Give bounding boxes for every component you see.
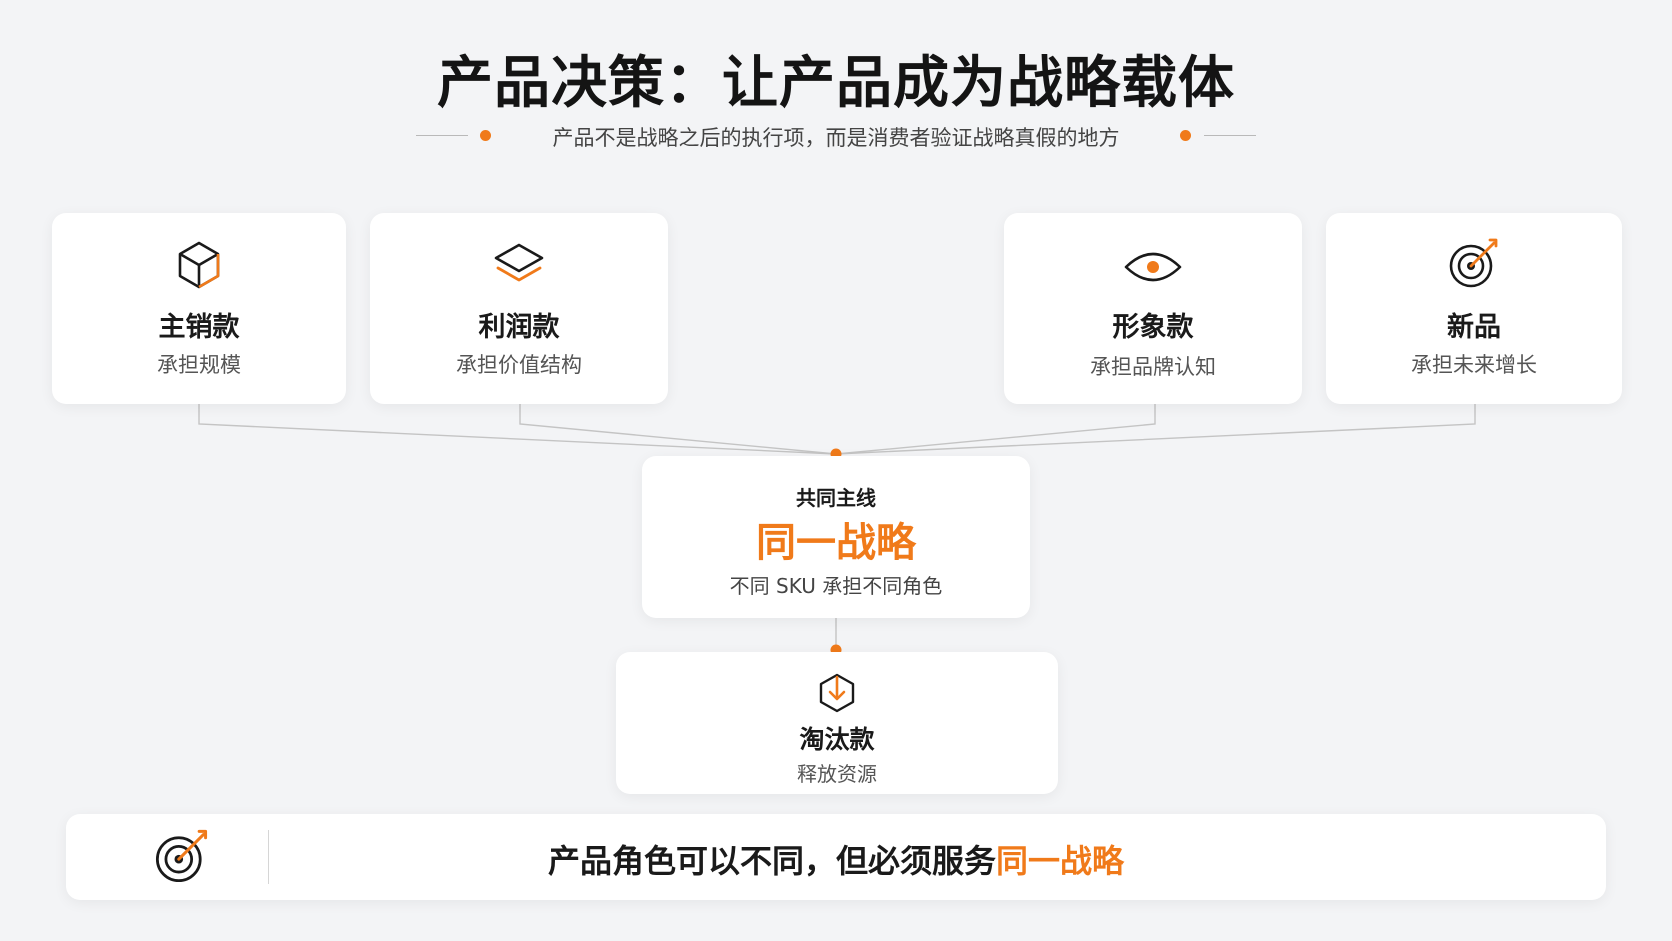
card-main-sku: 主销款 承担规模 xyxy=(52,213,346,404)
footer-statement-bar: 产品角色可以不同，但必须服务同一战略 xyxy=(66,814,1606,900)
card-desc: 承担未来增长 xyxy=(1411,353,1537,377)
connector-profit-sku xyxy=(519,404,837,455)
center-sub-label: 不同 SKU 承担不同角色 xyxy=(729,574,943,598)
card-desc: 释放资源 xyxy=(797,762,877,786)
card-profit-sku: 利润款 承担价值结构 xyxy=(370,213,668,404)
card-new-sku: 新品 承担未来增长 xyxy=(1326,213,1622,404)
eye-icon xyxy=(1123,247,1183,291)
footer-statement: 产品角色可以不同，但必须服务同一战略 xyxy=(66,836,1606,882)
card-name: 主销款 xyxy=(158,312,240,343)
footer-divider xyxy=(268,830,269,884)
page-title: 产品决策：让产品成为战略载体 xyxy=(437,51,1235,116)
hexagon-down-arrow-icon xyxy=(817,672,857,718)
subtitle-right-dot xyxy=(1180,130,1191,141)
card-desc: 承担品牌认知 xyxy=(1090,355,1216,379)
card-desc: 承担价值结构 xyxy=(456,353,582,377)
subtitle-left-line xyxy=(416,135,468,136)
subtitle-left-dot xyxy=(480,130,491,141)
center-main-label: 同一战略 xyxy=(756,520,916,566)
cube-icon xyxy=(175,239,223,295)
connector-main-sku xyxy=(198,404,837,455)
center-top-label: 共同主线 xyxy=(796,486,876,510)
layers-icon xyxy=(492,241,546,293)
card-name: 新品 xyxy=(1447,312,1501,343)
connector-new-sku xyxy=(835,404,1476,455)
card-shared-strategy: 共同主线 同一战略 不同 SKU 承担不同角色 xyxy=(642,456,1030,618)
page-subtitle: 产品不是战略之后的执行项，而是消费者验证战略真假的地方 xyxy=(552,126,1120,150)
card-name: 形象款 xyxy=(1112,312,1194,343)
target-arrow-icon xyxy=(152,826,212,890)
card-exit-sku: 淘汰款 释放资源 xyxy=(616,652,1058,794)
card-desc: 承担规模 xyxy=(157,353,241,377)
card-image-sku: 形象款 承担品牌认知 xyxy=(1004,213,1302,404)
target-arrow-icon xyxy=(1446,235,1502,295)
subtitle-row: 产品不是战略之后的执行项，而是消费者验证战略真假的地方 xyxy=(0,118,1672,154)
card-name: 淘汰款 xyxy=(799,725,875,754)
card-name: 利润款 xyxy=(478,312,560,343)
footer-statement-prefix: 产品角色可以不同，但必须服务 xyxy=(547,842,996,880)
connector-image-sku xyxy=(835,404,1156,455)
subtitle-right-line xyxy=(1204,135,1256,136)
footer-statement-accent: 同一战略 xyxy=(996,842,1125,880)
